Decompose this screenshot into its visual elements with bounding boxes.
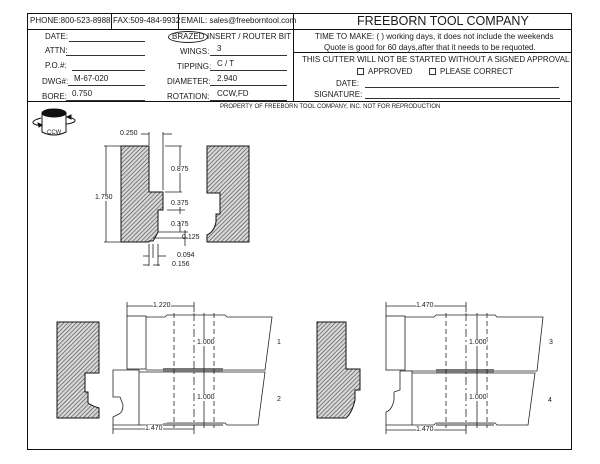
profile-left-section: [120, 145, 164, 243]
dim-step4: 0.125: [182, 234, 200, 241]
rotation-value: CCW,FD: [217, 89, 249, 98]
signature-field[interactable]: [365, 98, 560, 99]
knife-1-number: 1: [277, 339, 281, 346]
approval-date-label: DATE:: [336, 79, 359, 88]
rotation-label: ROTATION:: [167, 92, 210, 101]
drawing-sheet: [27, 13, 572, 450]
knife-2-height: 1.000: [197, 394, 215, 401]
knife-a-top-dim: 1.220: [153, 302, 171, 309]
please-correct-checkbox[interactable]: [429, 68, 436, 75]
rotation-field[interactable]: [210, 100, 287, 101]
ccw-icon-label: CCW: [47, 130, 62, 136]
diameter-field[interactable]: [210, 85, 287, 86]
time-to-make-text: TIME TO MAKE: ( ) working days, it does …: [315, 32, 554, 41]
tipping-field[interactable]: [210, 70, 287, 71]
po-label: P.O.#:: [45, 61, 67, 70]
tipping-label: TIPPING:: [177, 62, 212, 71]
quote-valid-text: Quote is good for 60 days,after that it …: [324, 43, 536, 52]
dim-step3: 0.375: [171, 221, 189, 228]
phone-number: PHONE:800-523-8988: [30, 16, 111, 25]
bore-field[interactable]: [66, 100, 145, 101]
ccw-rotation-icon: [32, 108, 76, 136]
company-name: FREEBORN TOOL COMPANY: [357, 14, 529, 28]
bore-label: BORE:: [42, 92, 67, 101]
dwg-label: DWG#:: [42, 77, 69, 86]
knife-3-height: 1.000: [469, 339, 487, 346]
phone-fax-divider: [111, 13, 112, 29]
property-notice: PROPERTY OF FREEBORN TOOL COMPANY, INC. …: [220, 104, 441, 110]
diameter-value: 2.940: [217, 74, 238, 83]
approval-notice: THIS CUTTER WILL NOT BE STARTED WITHOUT …: [302, 55, 570, 64]
dwg-field[interactable]: [68, 85, 145, 86]
fax-email-divider: [178, 13, 179, 29]
header-column-divider: [293, 13, 294, 101]
bore-value: 0.750: [72, 89, 93, 98]
profile-right-section: [206, 145, 250, 243]
approved-label: APPROVED: [368, 67, 413, 76]
attn-field[interactable]: [66, 55, 145, 56]
knife-4-height: 1.000: [469, 394, 487, 401]
dim-step1: 0.875: [171, 166, 189, 173]
knife-2-number: 2: [277, 396, 281, 403]
approved-checkbox[interactable]: [357, 68, 364, 75]
wings-field[interactable]: [210, 55, 287, 56]
brazed-option-selected[interactable]: BRAZED: [168, 31, 209, 43]
email-address[interactable]: EMAIL: sales@freeborntool.com: [181, 16, 297, 25]
header-bottom-divider: [27, 101, 572, 102]
dim-width-top: 0.250: [120, 130, 138, 137]
attn-label: ATTN:: [45, 46, 68, 55]
knife-set-a: [56, 302, 273, 434]
wings-label: WINGS:: [180, 47, 210, 56]
signature-label: SIGNATURE:: [314, 90, 363, 99]
knife-3-number: 3: [549, 339, 553, 346]
dwg-value: M-67-020: [74, 74, 109, 83]
knife-set-b: [316, 302, 544, 434]
wings-value: 3: [217, 44, 222, 53]
terms-divider: [293, 52, 572, 53]
fax-number: FAX:509-484-9932: [113, 16, 181, 25]
insert-router-options[interactable]: INSERT / ROUTER BIT: [207, 32, 292, 41]
knife-1-height: 1.000: [197, 339, 215, 346]
date-field[interactable]: [69, 41, 145, 42]
date-label: DATE:: [45, 32, 68, 41]
please-correct-label: PLEASE CORRECT: [440, 67, 513, 76]
approval-date-field[interactable]: [365, 87, 559, 88]
knife-b-bottom-dim: 1.470: [416, 426, 434, 433]
dim-overall-height: 1.750: [95, 194, 113, 201]
tipping-value: C / T: [217, 59, 235, 68]
po-field[interactable]: [72, 70, 145, 71]
dim-offset1: 0.094: [177, 252, 195, 259]
dim-step2: 0.375: [171, 200, 189, 207]
profile-dimension-lines: [104, 132, 188, 266]
knife-b-top-dim: 1.470: [416, 302, 434, 309]
diameter-label: DIAMETER:: [167, 77, 211, 86]
knife-4-number: 4: [548, 397, 552, 404]
knife-a-bottom-dim: 1.470: [145, 425, 163, 432]
dim-offset2: 0.156: [172, 261, 190, 268]
header-row-divider: [27, 29, 572, 30]
